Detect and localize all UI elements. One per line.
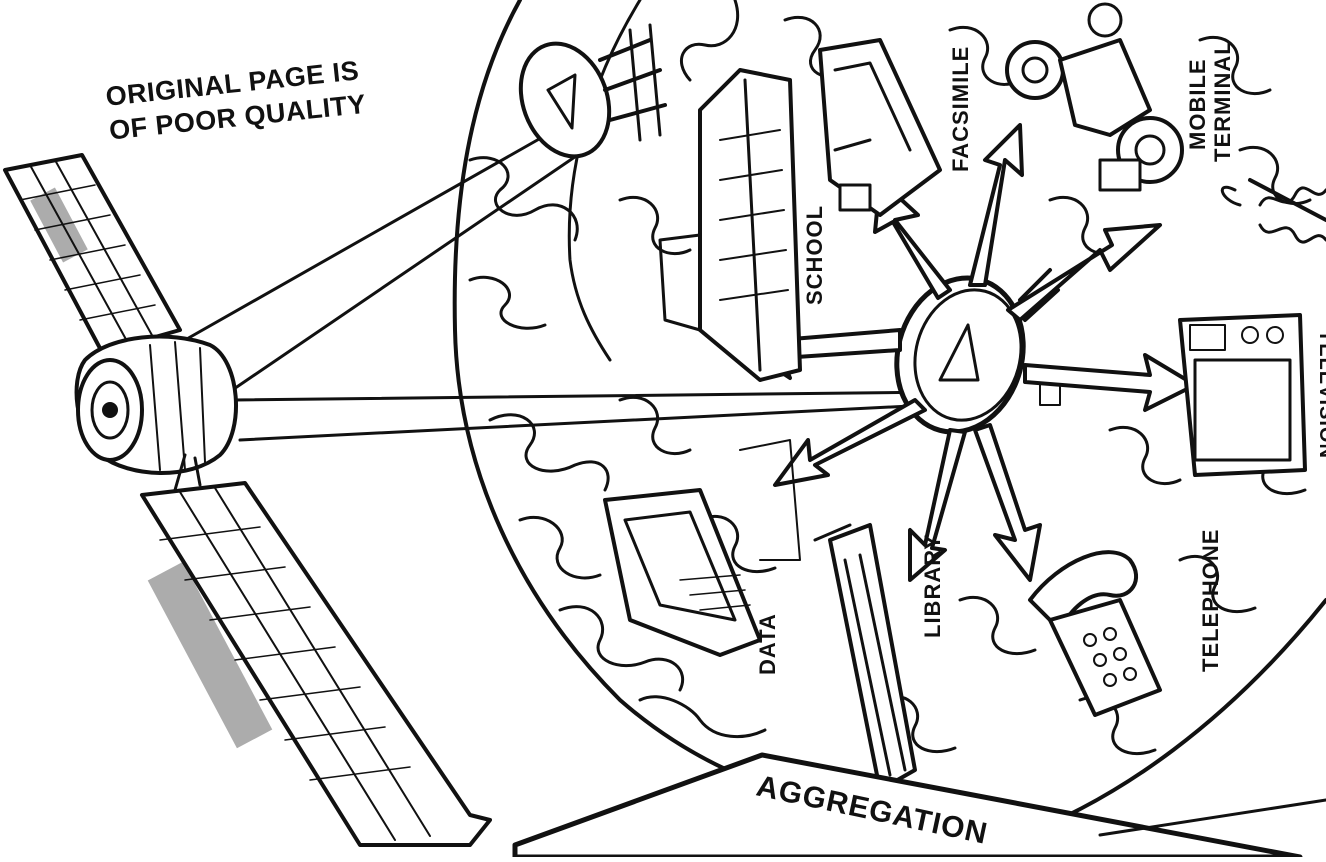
arrow-to-mobile	[970, 125, 1022, 285]
label-television: TELEVISION	[1315, 330, 1326, 459]
label-mobile: MOBILE	[1185, 58, 1210, 150]
television-set-icon	[1180, 315, 1305, 475]
label-library: LIBRARY	[920, 534, 945, 638]
lower-solar-panel	[142, 483, 490, 845]
satellite-body	[77, 337, 236, 490]
mobile-terminal-vehicle-icon	[1007, 4, 1182, 190]
facsimile-machine-icon	[820, 40, 940, 215]
arrow-to-telephone	[975, 425, 1040, 580]
satellite	[5, 155, 490, 845]
arrow-to-television	[1025, 355, 1195, 410]
receiving-dish-icon	[506, 25, 665, 169]
telephone-icon	[1030, 552, 1160, 715]
label-terminal: TERMINAL	[1210, 40, 1235, 162]
label-school: SCHOOL	[802, 205, 827, 305]
downlink-beam-to-hub	[235, 392, 940, 440]
school-building-icon	[660, 70, 800, 380]
label-data: DATA	[755, 613, 780, 675]
library-building-icon	[815, 525, 915, 790]
label-facsimile: FACSIMILE	[948, 46, 973, 172]
label-telephone: TELEPHONE	[1198, 529, 1223, 672]
